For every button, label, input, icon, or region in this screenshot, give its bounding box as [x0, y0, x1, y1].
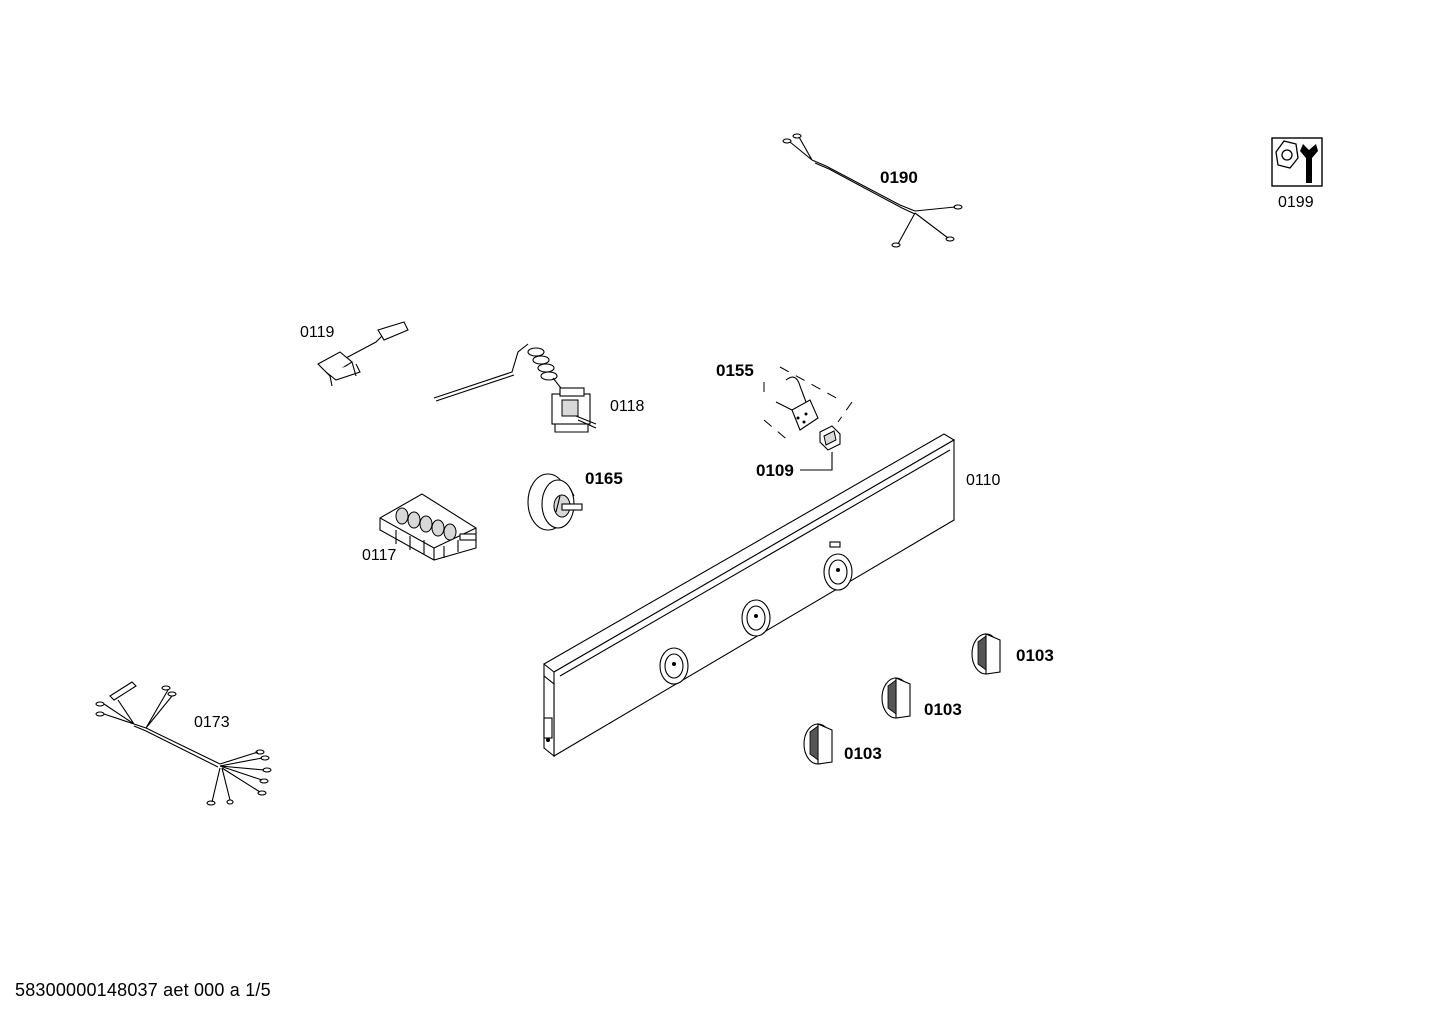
- label-0199: 0199: [1278, 194, 1314, 211]
- knob-hole-2: [741, 599, 771, 637]
- part-0103-knob-b[interactable]: [881, 677, 911, 719]
- label-0117: 0117: [362, 547, 397, 564]
- part-0155-connector[interactable]: [763, 366, 853, 443]
- part-0118-thermostat[interactable]: [433, 343, 597, 433]
- label-0118: 0118: [610, 398, 645, 415]
- label-0110: 0110: [966, 472, 1001, 489]
- label-0103-b: 0103: [924, 700, 962, 719]
- label-0155: 0155: [716, 361, 754, 380]
- part-0109-terminal[interactable]: [800, 425, 841, 471]
- label-0173: 0173: [194, 714, 230, 731]
- label-0103-c: 0103: [844, 744, 882, 763]
- part-0173-cable-harness[interactable]: [95, 681, 272, 806]
- part-0119-bracket[interactable]: [317, 321, 409, 387]
- part-0117-selector-switch[interactable]: [379, 493, 477, 561]
- label-0119: 0119: [300, 324, 335, 341]
- label-0165: 0165: [585, 469, 623, 488]
- part-0103-knob-c[interactable]: [803, 723, 833, 765]
- knob-hole-3: [823, 553, 853, 591]
- part-0110-control-panel[interactable]: [543, 433, 956, 758]
- document-id-footer: 58300000148037 aet 000 a 1/5: [15, 980, 271, 1000]
- part-0103-knob-a[interactable]: [971, 633, 1001, 675]
- label-0109: 0109: [756, 461, 794, 480]
- label-0190: 0190: [880, 168, 918, 187]
- part-0190-cable-harness[interactable]: [782, 133, 963, 248]
- part-0165-rotary-switch[interactable]: [527, 473, 583, 531]
- label-0103-a: 0103: [1016, 646, 1054, 665]
- knob-hole-1: [659, 647, 689, 685]
- wrench-nut-icon: [1271, 137, 1323, 187]
